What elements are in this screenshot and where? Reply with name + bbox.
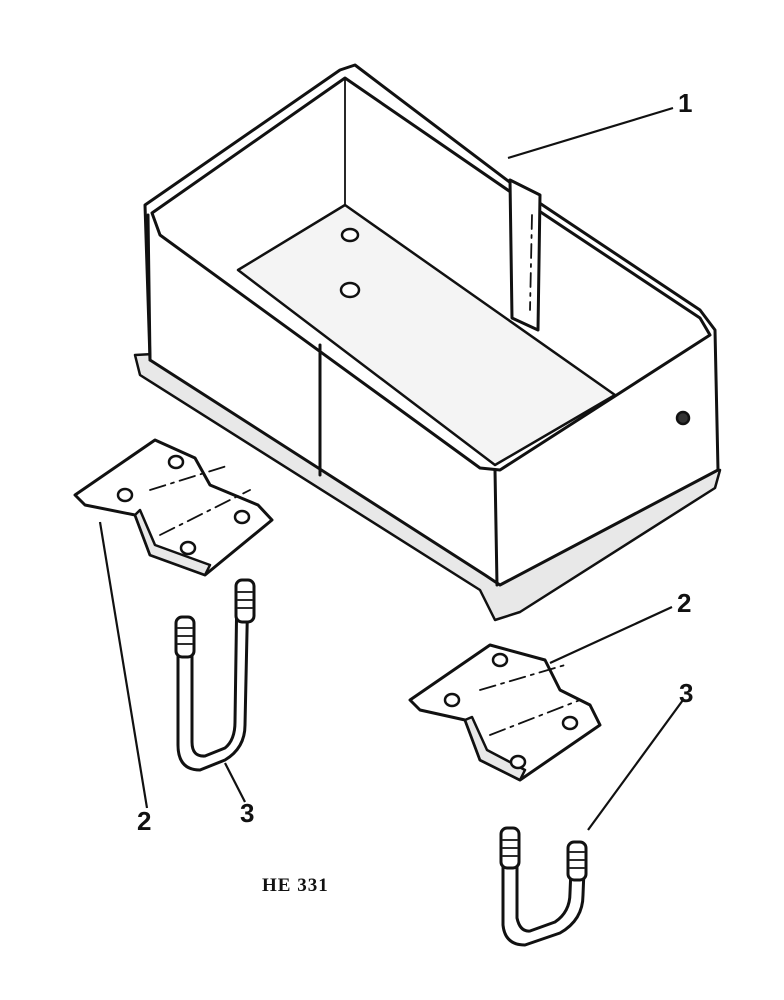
callout-2-bracket-left: 2 [137, 806, 151, 836]
leader-lines [98, 106, 684, 831]
u-bolt-right [499, 826, 588, 947]
figure-id-label: HE 331 [262, 875, 329, 896]
callout-3-ubolt-left: 3 [240, 798, 254, 828]
mounting-bracket-right [408, 643, 602, 782]
callout-3-ubolt-right: 3 [679, 678, 693, 708]
mounting-bracket-left [73, 438, 274, 577]
u-bolt-left [174, 578, 256, 772]
battery-tray [133, 63, 722, 622]
callout-2-bracket-right: 2 [677, 588, 691, 618]
callout-1-tray: 1 [678, 88, 692, 118]
